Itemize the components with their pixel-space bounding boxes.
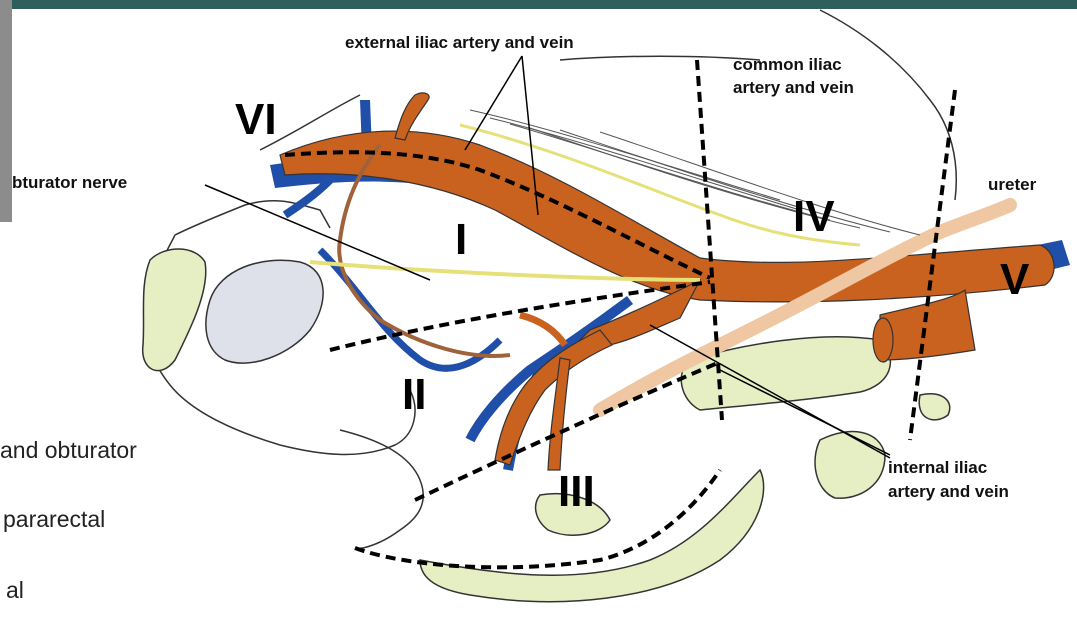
label-external-iliac: external iliac artery and vein: [345, 33, 574, 53]
side-text-line1: and obturator: [0, 437, 137, 464]
region-label-vi: VI: [235, 98, 277, 142]
side-text-line3: al: [6, 577, 24, 604]
region-label-iii: III: [558, 470, 595, 514]
region-label-iv: IV: [793, 195, 835, 239]
label-common-iliac-line1: common iliac: [733, 55, 842, 75]
label-obturator-nerve: bturator nerve: [12, 173, 127, 193]
region-label-v: V: [1000, 258, 1029, 302]
region-label-ii: II: [402, 373, 426, 417]
label-common-iliac-line2: artery and vein: [733, 78, 854, 98]
side-text-line2: pararectal: [3, 506, 105, 533]
region-label-i: I: [455, 218, 467, 262]
obturator-foramen: [206, 260, 323, 363]
label-internal-iliac-line1: internal iliac: [888, 458, 987, 478]
label-internal-iliac-line2: artery and vein: [888, 482, 1009, 502]
label-ureter: ureter: [988, 175, 1036, 195]
